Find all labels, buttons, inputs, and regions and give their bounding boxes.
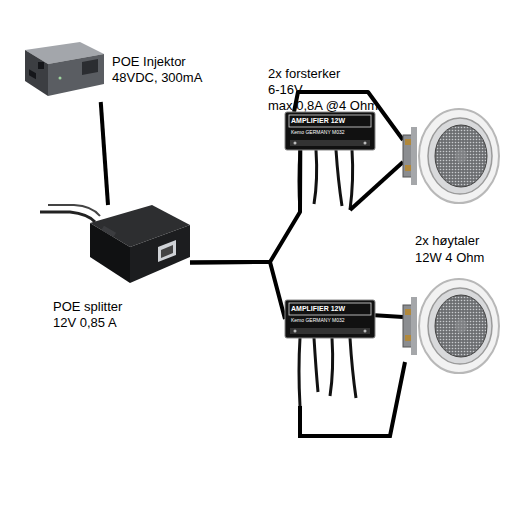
cable	[40, 212, 95, 222]
poe-injector: POE Injektor 48VDC, 300mA	[20, 40, 105, 102]
cable-connector	[101, 102, 108, 205]
amplifier-leads	[299, 150, 353, 212]
amplifier-spec: 6-16V	[268, 82, 303, 97]
amplifier-spec: 2x forsterker	[268, 66, 340, 81]
node-label: POE Injektor 48VDC, 300mA	[112, 54, 212, 86]
cable-connector	[190, 262, 285, 319]
speaker	[403, 275, 500, 380]
speaker-wire	[300, 362, 405, 436]
speaker-spec: 2x høytaler	[415, 233, 479, 248]
cable-connector	[375, 315, 403, 317]
poe-injector-outline	[20, 40, 105, 102]
speaker-spec: 12W 4 Ohm	[415, 250, 484, 265]
amplifier-leads	[299, 338, 356, 406]
speaker	[403, 105, 500, 205]
speaker-outline	[403, 275, 500, 380]
cable	[48, 205, 100, 216]
node-sublabel: Kemo GERMANY M032	[291, 129, 371, 136]
node-label: AMPLIFIER 12W	[291, 304, 371, 313]
node-label: AMPLIFIER 12W	[291, 116, 371, 125]
amplifier-board: AMPLIFIER 12W Kemo GERMANY M032	[285, 300, 375, 338]
node-sublabel: Kemo GERMANY M032	[291, 317, 371, 324]
cable-connector	[190, 150, 300, 263]
poe-splitter: POE splitter 12V 0,85 A	[90, 205, 190, 285]
speaker-outline	[403, 105, 500, 205]
amplifier-spec: max 0,8A @4 Ohm	[268, 98, 378, 113]
node-label: POE splitter 12V 0,85 A	[53, 299, 133, 331]
amplifier-board: AMPLIFIER 12W Kemo GERMANY M032	[285, 112, 375, 150]
poe-splitter-outline	[90, 205, 190, 285]
speaker-wire	[350, 162, 403, 210]
